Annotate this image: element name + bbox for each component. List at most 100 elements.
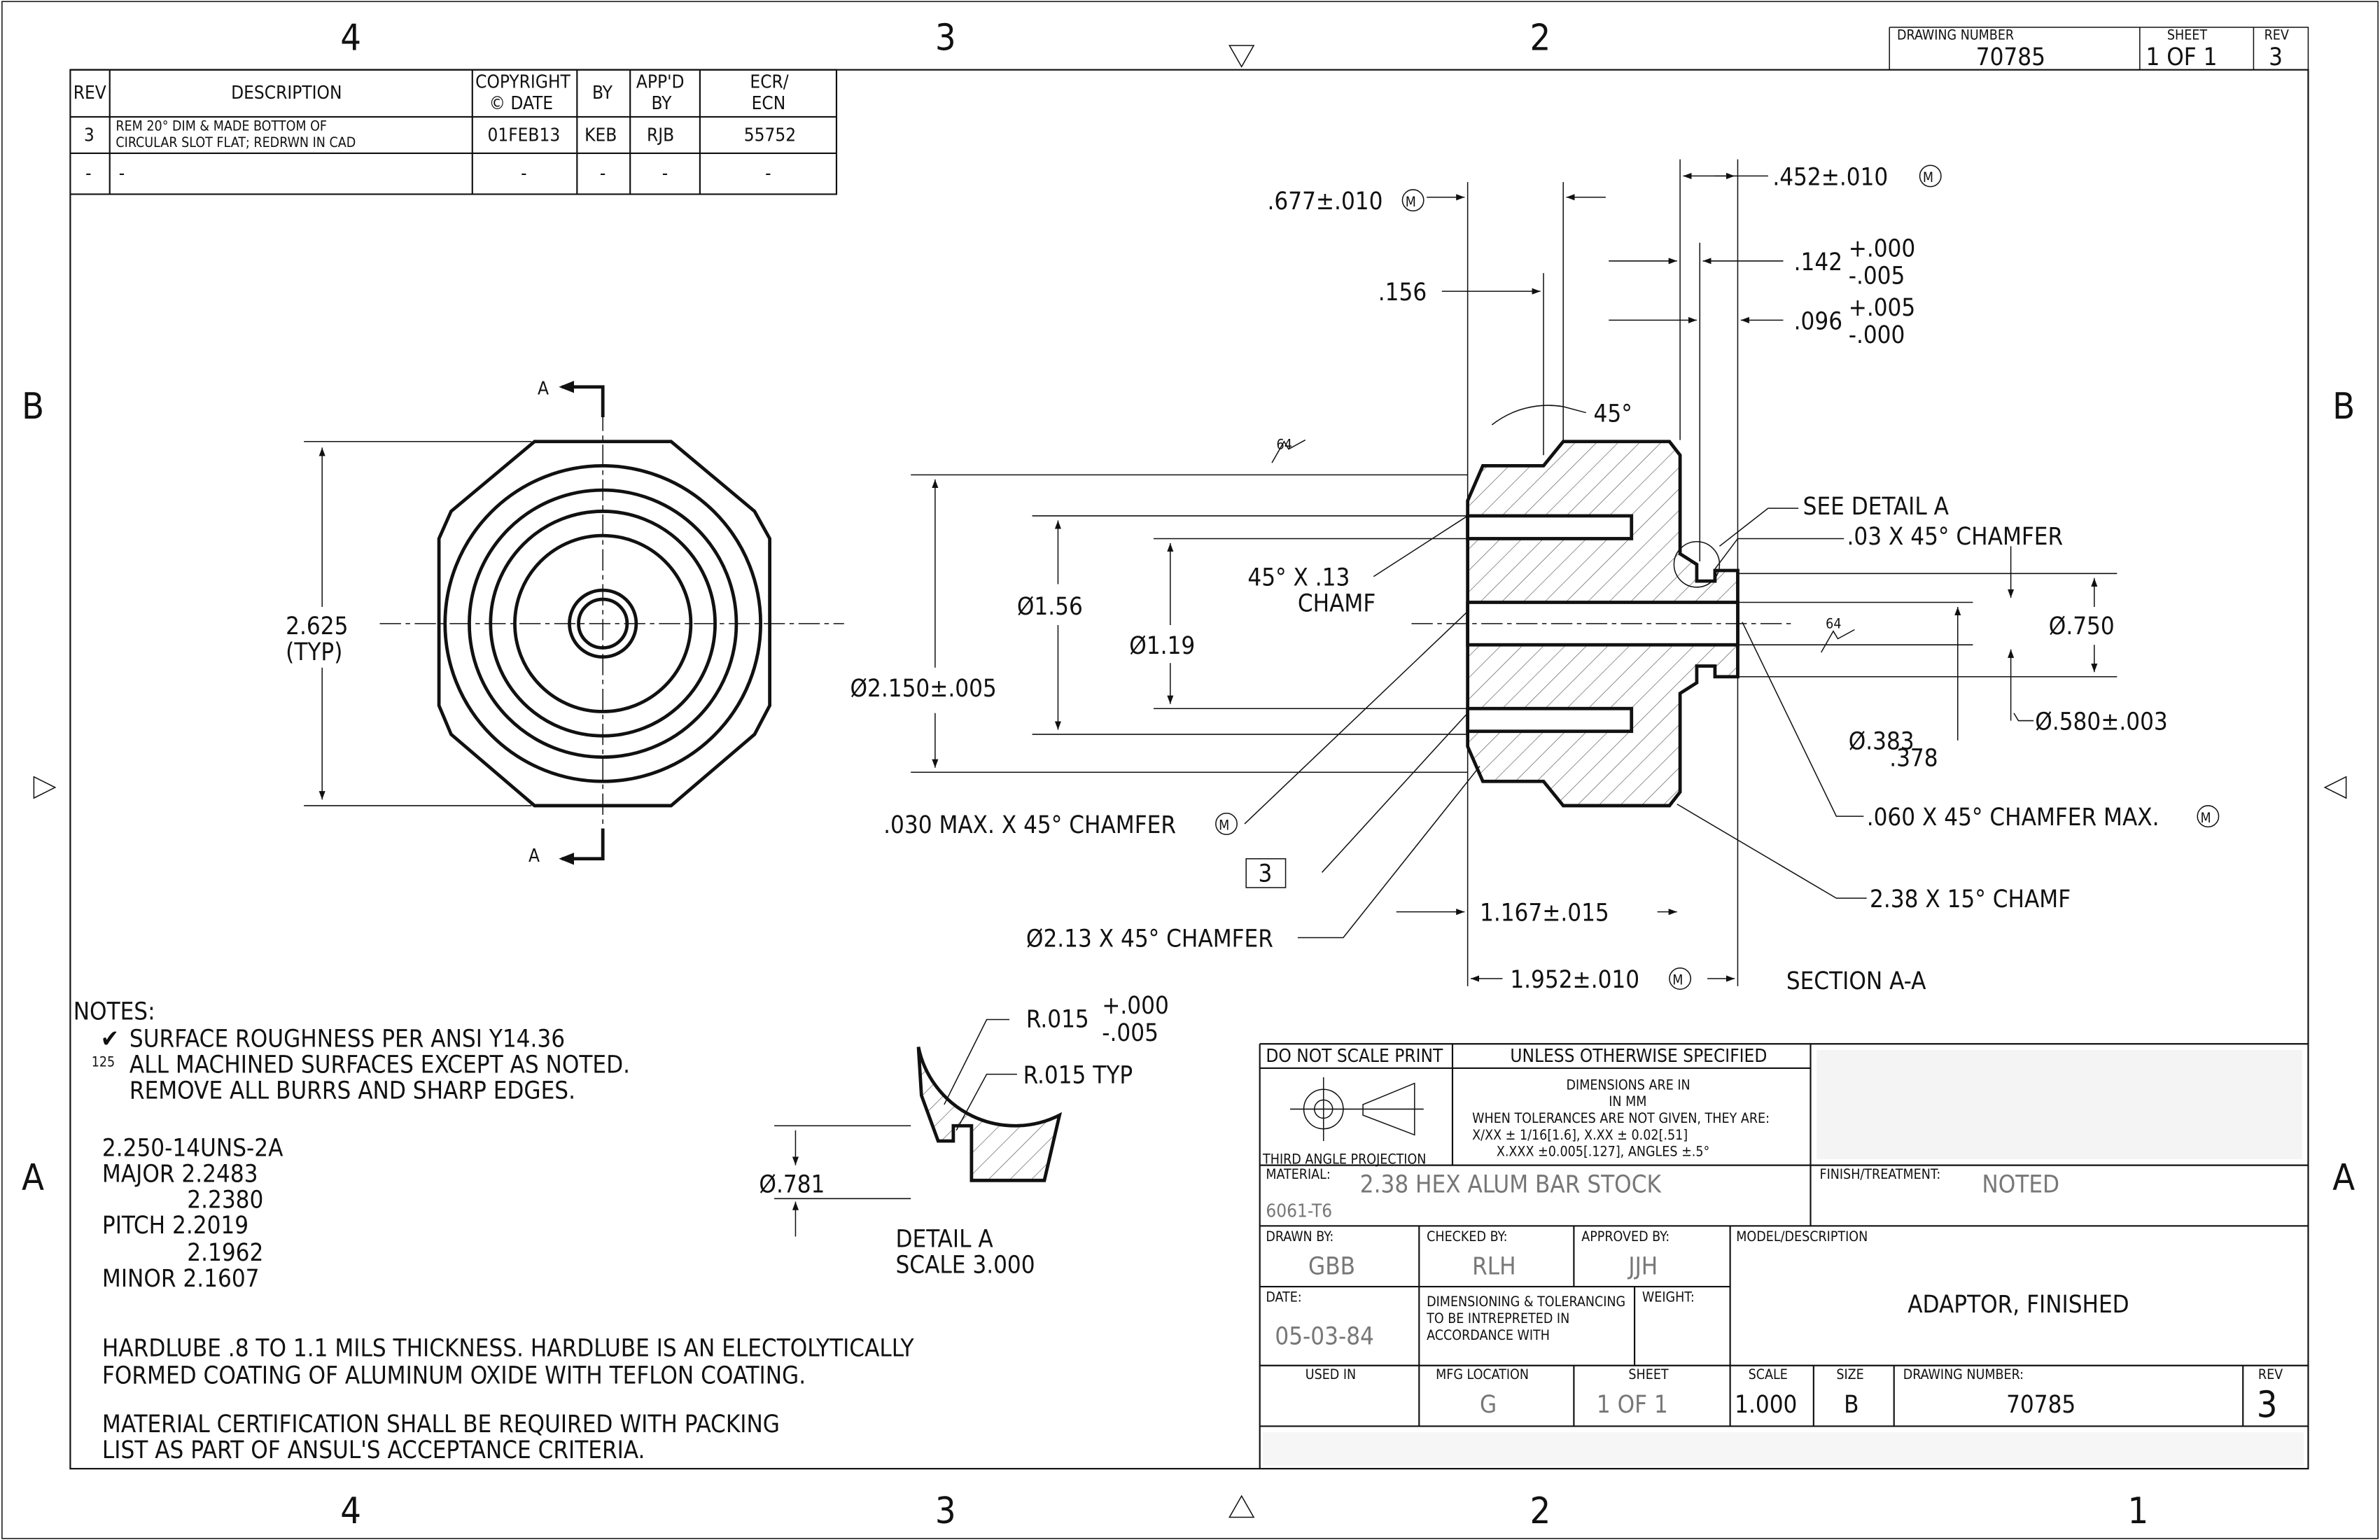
- note-flag-number: 3: [1259, 860, 1273, 888]
- appd-header: APP'D: [636, 72, 685, 93]
- checked-by-label: CHECKED BY:: [1427, 1228, 1507, 1245]
- notes-title: NOTES:: [74, 998, 155, 1026]
- alloy-value: 6061-T6: [1266, 1200, 1332, 1222]
- unless-specified: UNLESS OTHERWISE SPECIFIED: [1510, 1046, 1767, 1067]
- rev-cell: -: [85, 163, 91, 184]
- note-flag: [1245, 858, 1287, 888]
- date-cell: -: [521, 163, 526, 184]
- dia-156: Ø1.56: [1017, 593, 1083, 621]
- tolerance-line: X/XX ± 1/16[1.6], X.XX ± 0.02[.51]: [1472, 1127, 1688, 1143]
- mfg-location-value: G: [1480, 1391, 1497, 1419]
- material-value: 2.38 HEX ALUM BAR STOCK: [1360, 1171, 1662, 1199]
- zone-bottom-3: 3: [935, 1490, 956, 1532]
- chamfer-060: .060 X 45° CHAMFER MAX.: [1867, 804, 2160, 832]
- chamfer-238: 2.38 X 15° CHAMF: [1870, 886, 2071, 913]
- dim-tol-note: ACCORDANCE WITH: [1427, 1327, 1550, 1343]
- detail-radius-plus: +.000: [1102, 992, 1169, 1020]
- proprietary-strip: [1263, 1432, 2304, 1466]
- zone-right-a: A: [2332, 1156, 2355, 1198]
- dia-383: Ø.383: [1849, 728, 1914, 756]
- date-value: 05-03-84: [1275, 1322, 1374, 1350]
- approved-by-label: APPROVED BY:: [1581, 1228, 1670, 1245]
- zone-bottom-1: 1: [2128, 1490, 2149, 1532]
- drawing-number-label: DRAWING NUMBER:: [1903, 1366, 2024, 1382]
- chamfer-213: Ø2.13 X 45° CHAMFER: [1026, 925, 1273, 953]
- detail-radius-typ: R.015 TYP: [1023, 1062, 1133, 1090]
- zone-top-2: 2: [1530, 18, 1551, 59]
- weight-label: WEIGHT:: [1642, 1289, 1695, 1306]
- note-line: REMOVE ALL BURRS AND SHARP EDGES.: [130, 1077, 575, 1105]
- thread-spec: MINOR 2.1607: [102, 1265, 260, 1293]
- zone-top-4: 4: [340, 18, 361, 59]
- note-line: SURFACE ROUGHNESS PER ANSI Y14.36: [130, 1026, 565, 1054]
- length-1167: 1.167±.015: [1480, 899, 1609, 927]
- rev-value: 3: [2257, 1384, 2278, 1426]
- scale-value: 1.000: [1735, 1391, 1797, 1419]
- header-rev-label: REV: [2264, 27, 2289, 43]
- end-view: A A 2.625 (TYP): [286, 379, 844, 867]
- section-label-a-bottom: A: [528, 846, 540, 867]
- projection-label: THIRD ANGLE PROJECTION: [1262, 1151, 1426, 1167]
- section-view: 64 64 .677±.010 M .452±.010 M .156 .142 …: [850, 159, 2220, 995]
- dim-tol-note: TO BE INTREPRETED IN: [1426, 1310, 1569, 1326]
- appd-cell: RJB: [647, 125, 674, 146]
- thread-spec: PITCH 2.2019: [102, 1212, 248, 1240]
- roughness-value: 64: [1277, 437, 1292, 453]
- header-sheet: 1 OF 1: [2146, 43, 2218, 71]
- detail-diameter: Ø.781: [759, 1171, 825, 1199]
- description-header: DESCRIPTION: [231, 83, 342, 104]
- header-sheet-label: SHEET: [2167, 27, 2208, 43]
- across-flats-dimension: 2.625: [286, 612, 348, 640]
- dim-tol-note: DIMENSIONING & TOLERANCING: [1427, 1294, 1625, 1310]
- scale-label: SCALE: [1749, 1366, 1788, 1382]
- size-value: B: [1844, 1391, 1858, 1419]
- revision-table: REV DESCRIPTION COPYRIGHT © DATE BY APP'…: [70, 69, 838, 195]
- ecn-header: ECN: [752, 93, 786, 114]
- detail-title: DETAIL A: [896, 1226, 994, 1254]
- by-header: BY: [592, 83, 613, 104]
- copyright-header: COPYRIGHT: [475, 72, 570, 93]
- mmc-modifier: M: [1406, 194, 1416, 210]
- thread-spec: MAJOR 2.2483: [102, 1160, 258, 1188]
- description-cell-line2: CIRCULAR SLOT FLAT; REDRWN IN CAD: [115, 134, 356, 150]
- length-1952: 1.952±.010: [1510, 966, 1639, 994]
- finish-label: FINISH/TREATMENT:: [1820, 1166, 1941, 1182]
- dim-452: .452±.010: [1772, 163, 1888, 191]
- see-detail-a: SEE DETAIL A: [1803, 493, 1949, 521]
- header-box: DRAWING NUMBER 70785 SHEET 1 OF 1 REV 3: [1889, 27, 2309, 71]
- dim-677: .677±.010: [1268, 188, 1383, 216]
- dim-142-minus: -.005: [1849, 262, 1905, 290]
- section-title: SECTION A-A: [1786, 967, 1926, 995]
- typ-label: (TYP): [286, 638, 342, 666]
- section-line-a: [561, 385, 605, 861]
- date-header: © DATE: [489, 93, 553, 114]
- zone-top-3: 3: [935, 18, 956, 59]
- third-angle-projection-icon: [1290, 1077, 1424, 1141]
- sheet-label: SHEET: [1628, 1366, 1669, 1382]
- material-label: MATERIAL:: [1266, 1166, 1330, 1182]
- hex-outline: [437, 440, 771, 808]
- ecn-cell: -: [765, 163, 771, 184]
- checkmark-icon: ✔: [101, 1026, 119, 1054]
- chamfer-03: .03 X 45° CHAMFER: [1847, 523, 2064, 551]
- chamfer-13: 45° X .13: [1247, 564, 1350, 592]
- mmc-modifier: M: [1219, 818, 1229, 834]
- thread-spec: 2.1962: [187, 1239, 263, 1267]
- mfg-location-label: MFG LOCATION: [1436, 1366, 1529, 1382]
- dim-096: .096: [1794, 307, 1842, 335]
- tolerance-line: X.XXX ±0.005[.127], ANGLES ±.5°: [1497, 1144, 1709, 1160]
- dim-156: .156: [1378, 279, 1427, 307]
- detail-a: R.015 +.000 -.005 R.015 TYP Ø.781 DETAIL…: [759, 992, 1168, 1280]
- by-cell: KEB: [584, 125, 617, 146]
- ecr-header: ECR/: [750, 72, 788, 93]
- hardlube-note: FORMED COATING OF ALUMINUM OXIDE WITH TE…: [102, 1362, 806, 1390]
- date-cell: 01FEB13: [487, 125, 560, 146]
- tolerance-line: DIMENSIONS ARE IN: [1567, 1077, 1690, 1093]
- finish-value: NOTED: [1982, 1171, 2059, 1199]
- dim-142-plus: +.000: [1849, 234, 1916, 262]
- model-value: ADAPTOR, FINISHED: [1907, 1291, 2129, 1319]
- date-label: DATE:: [1266, 1289, 1301, 1306]
- ecn-cell: 55752: [744, 125, 796, 146]
- dia-2150: Ø2.150±.005: [850, 675, 996, 703]
- mmc-modifier: M: [2201, 810, 2211, 826]
